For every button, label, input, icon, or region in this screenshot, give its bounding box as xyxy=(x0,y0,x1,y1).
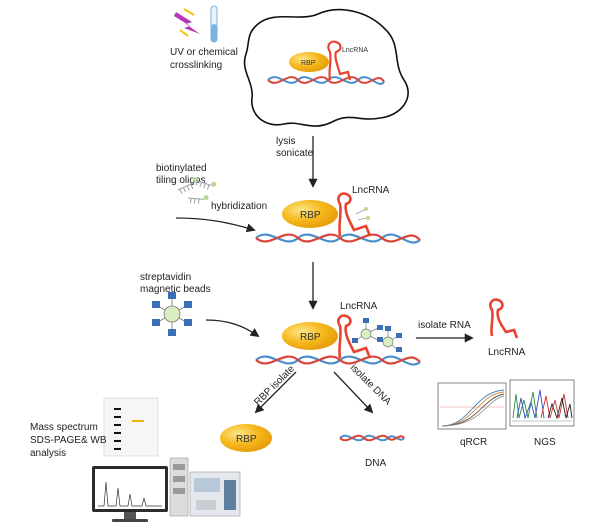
hybridization-arrow xyxy=(175,217,256,233)
cell-lncrna-label: LncRNA xyxy=(342,47,368,54)
captured-rbp-label: RBP xyxy=(300,332,321,343)
captured-lncrna-label: LncRNA xyxy=(340,301,378,312)
qrcr-label: qRCR xyxy=(460,437,487,448)
isolated-dna-helix xyxy=(339,434,405,442)
isolate-rna-label: isolate RNA xyxy=(418,320,471,331)
isolate-dna-arrow xyxy=(333,371,374,414)
cell-dna-helix xyxy=(267,76,385,85)
uv-crosslinking-label: UV or chemical crosslinking xyxy=(170,47,241,71)
isolated-lncrna xyxy=(489,298,519,339)
hybrid-lncrna xyxy=(337,192,372,237)
bound-beads-icon xyxy=(352,318,402,352)
qrcr-plot xyxy=(437,382,507,430)
test-tube-icon xyxy=(210,5,218,43)
captured-rbp xyxy=(282,322,338,350)
dna-label: DNA xyxy=(365,458,386,469)
monitor-icon xyxy=(92,466,168,522)
mass-spec-label: Mass spectrum SDS-PAGE& WB analysis xyxy=(30,422,109,459)
tiling-oligos-icon xyxy=(177,177,217,204)
isolated-lncrna-label: LncRNA xyxy=(488,347,526,358)
magnetic-bead-icon xyxy=(152,292,192,336)
lightning-icon xyxy=(174,8,200,37)
hybrid-rbp xyxy=(282,200,338,228)
cell-rbp-label: RBP xyxy=(301,60,316,67)
isolated-rbp-label: RBP xyxy=(236,434,257,445)
cell-lncrna xyxy=(327,40,352,81)
hybrid-dna-helix xyxy=(255,233,421,244)
gel-icon xyxy=(103,397,159,457)
ngs-label: NGS xyxy=(534,437,556,448)
captured-dna-helix xyxy=(255,355,421,366)
cell-rbp xyxy=(289,52,329,72)
ngs-chromatogram xyxy=(509,379,575,427)
captured-lncrna xyxy=(337,314,372,359)
cell-outline xyxy=(243,8,409,127)
isolate-dna-label: isolate DNA xyxy=(348,362,393,407)
oligos-label: biotinylated tiling oligos xyxy=(156,163,209,186)
isolated-rbp xyxy=(220,424,272,452)
mass-spectrometer-icon xyxy=(169,457,241,517)
rbp-isolate-label: RBP isolate xyxy=(252,363,297,408)
beads-label: streptavidin magnetic beads xyxy=(140,272,211,295)
rbp-isolate-arrow xyxy=(254,371,297,414)
hybridization-label: hybridization xyxy=(211,201,267,212)
lysis-label: lysis sonicate xyxy=(276,136,314,159)
hybrid-rbp-label: RBP xyxy=(300,210,321,221)
hybrid-lncrna-label: LncRNA xyxy=(352,185,390,196)
beads-arrow xyxy=(205,319,260,338)
